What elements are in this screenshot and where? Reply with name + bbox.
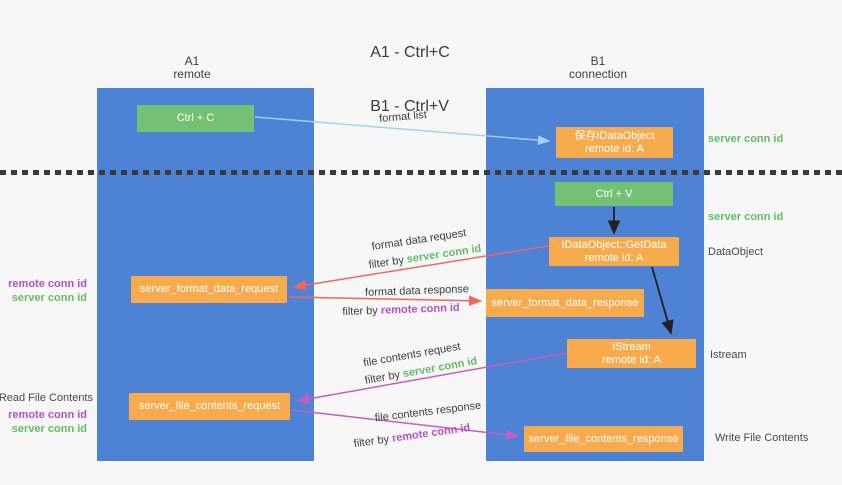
dataobject-annotation: DataObject <box>708 246 764 258</box>
left-conn-id-annotation-top: remote conn id server conn id <box>8 277 87 305</box>
server-format-data-request-label: server_format_data_request <box>139 283 279 295</box>
format-data-response-label: format data response <box>364 283 470 299</box>
server-format-data-request-node: server_format_data_request <box>131 276 287 303</box>
title-line-2: B1 - Ctrl+V <box>370 98 449 115</box>
istream-line1: IStream <box>612 340 651 353</box>
getdata-node: IDataObject::GetData remote id: A <box>549 237 679 266</box>
right-column-subtitle: connection <box>568 67 628 81</box>
server-file-contents-response-node: server_file_contents_response <box>524 426 683 452</box>
filter-by-value-2: remote conn id <box>380 301 460 317</box>
remote-conn-id-annotation-1: remote conn id <box>8 278 87 290</box>
server-format-data-response-label: server_format_data_response <box>491 296 639 309</box>
filter-by-prefix-1: filter by <box>367 253 408 272</box>
server-conn-id-annotation-3: server conn id <box>11 292 87 304</box>
file-contents-response-label: file contents response <box>374 399 482 425</box>
right-column-header: B1 connection <box>558 55 638 81</box>
ctrl-c-label: Ctrl + C <box>176 112 215 124</box>
getdata-line2: remote id: A <box>584 251 644 264</box>
left-column-subtitle: remote <box>173 67 211 81</box>
write-file-contents-annotation: Write File Contents <box>715 432 809 444</box>
server-file-contents-response-label: server_file_contents_response <box>528 432 679 445</box>
filter-by-remote-conn-id-label-1: filter by remote conn id <box>342 302 460 318</box>
filter-by-remote-conn-id-label-2: filter by remote conn id <box>353 422 471 450</box>
left-column-header: A1 remote <box>152 55 232 81</box>
right-column-name: B1 <box>590 54 606 68</box>
server-conn-id-annotation-1: server conn id <box>708 133 784 145</box>
left-conn-id-annotation-bottom: remote conn id server conn id <box>8 408 87 436</box>
filter-by-prefix-4: filter by <box>353 432 393 451</box>
save-dataobject-node: 保存IDataObject remote id: A <box>556 127 673 158</box>
filter-by-prefix-3: filter by <box>363 368 404 387</box>
filter-by-prefix-2: filter by <box>342 304 382 319</box>
server-file-contents-request-node: server_file_contents_request <box>129 393 290 420</box>
istream-line2: remote id: A <box>602 353 661 366</box>
getdata-line1: IDataObject::GetData <box>561 238 667 251</box>
ctrl-c-node: Ctrl + C <box>137 105 254 132</box>
dotted-divider-line <box>0 170 842 175</box>
ctrl-v-label: Ctrl + V <box>595 187 633 200</box>
save-dataobject-line2: remote id: A <box>585 142 644 155</box>
title-line-1: A1 - Ctrl+C <box>370 44 450 61</box>
read-file-contents-annotation: Read File Contents <box>0 392 93 404</box>
server-file-contents-request-label: server_file_contents_request <box>138 400 281 412</box>
istream-node: IStream remote id: A <box>567 339 696 368</box>
ctrl-v-node: Ctrl + V <box>555 182 673 206</box>
server-conn-id-annotation-4: server conn id <box>11 423 87 435</box>
filter-by-value-4: remote conn id <box>391 421 471 445</box>
left-column-name: A1 <box>184 54 200 68</box>
server-format-data-response-node: server_format_data_response <box>486 289 644 317</box>
server-conn-id-annotation-2: server conn id <box>708 211 784 223</box>
save-dataobject-line1: 保存IDataObject <box>574 129 655 142</box>
remote-conn-id-annotation-2: remote conn id <box>8 409 87 421</box>
istream-annotation: Istream <box>710 349 747 361</box>
diagram-title: A1 - Ctrl+C B1 - Ctrl+V <box>370 8 450 152</box>
